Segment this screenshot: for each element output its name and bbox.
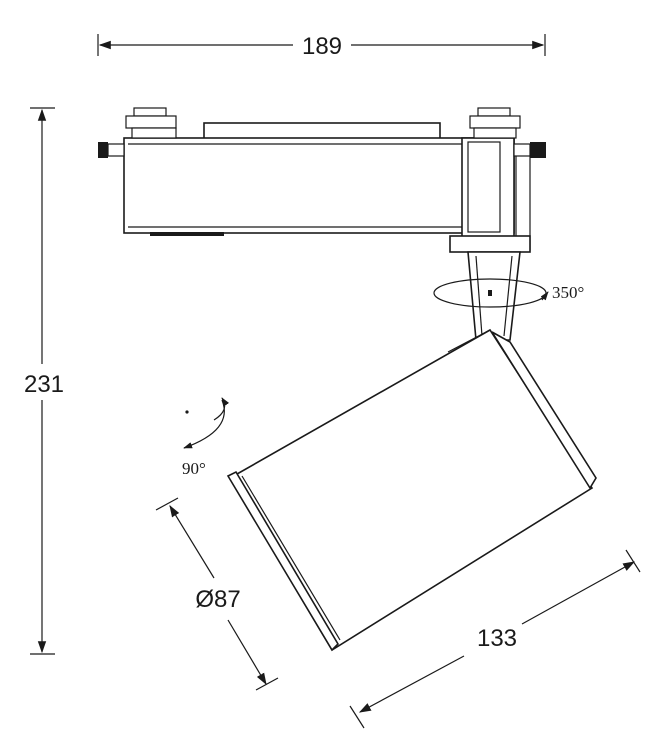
tilt-pivot-dot — [185, 410, 189, 414]
diameter-extension-bottom — [255, 677, 279, 691]
lamp-joint-top — [447, 329, 491, 353]
diameter-dimension: Ø87 — [155, 497, 279, 691]
lamp-head — [226, 328, 597, 652]
adapter-top-plate — [203, 122, 441, 140]
height-dimension: 231 — [24, 107, 64, 655]
track-adapter — [98, 107, 546, 253]
rotation-arrow-head — [540, 291, 549, 301]
rotation-neck: 350° — [433, 251, 584, 341]
length-extension-left — [349, 705, 365, 729]
diameter-arrow-bottom — [227, 619, 267, 686]
length-extension-right — [625, 549, 641, 573]
neck-line-2 — [503, 255, 513, 337]
neck-line-1 — [475, 255, 483, 337]
lamp-body — [228, 328, 594, 652]
left-top-screw — [125, 107, 177, 139]
length-arrow-right — [521, 561, 636, 625]
tilt-angle-label: 90° — [182, 459, 206, 478]
diameter-arrow-top — [169, 504, 215, 579]
diameter-extension-top — [155, 497, 179, 511]
diameter-label: Ø87 — [195, 586, 240, 613]
adapter-collar — [449, 235, 531, 253]
width-label: 189 — [302, 33, 342, 60]
width-dimension: 189 — [97, 33, 546, 60]
right-top-screw — [469, 107, 521, 139]
tilt-indicator: 90° — [182, 397, 230, 478]
lamp-back-cap — [491, 331, 597, 490]
length-arrow-left — [358, 655, 465, 713]
right-contact-knob — [513, 142, 546, 158]
adapter-side-plate — [515, 149, 531, 251]
tilt-arrow-upper — [213, 397, 230, 421]
rotation-center-mark — [488, 290, 492, 296]
length-dimension: 133 — [349, 549, 641, 729]
tilt-arrow-lower — [183, 399, 225, 449]
lamp-front-rim — [226, 470, 340, 652]
neck-shaft — [467, 251, 521, 341]
adapter-end-inner — [467, 141, 501, 233]
adapter-housing — [123, 137, 515, 234]
rotation-angle-label: 350° — [552, 283, 584, 302]
left-contact-knob — [98, 142, 125, 158]
lamp-rim-inner — [241, 475, 341, 641]
height-label: 231 — [24, 371, 64, 398]
length-label: 133 — [477, 625, 517, 652]
adapter-vents — [150, 232, 224, 236]
